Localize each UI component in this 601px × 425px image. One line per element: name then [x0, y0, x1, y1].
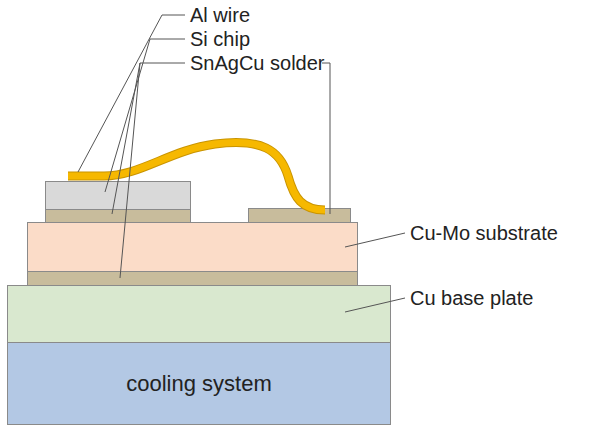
substrate [28, 223, 358, 272]
leader-line [322, 63, 330, 214]
base-plate [8, 286, 391, 343]
leader-line [345, 233, 405, 247]
bond-wire [68, 142, 325, 210]
solder-layer [46, 210, 191, 223]
leader-line [120, 63, 140, 278]
part-label: SnAgCu solder [190, 51, 325, 75]
leader-line [112, 63, 185, 214]
part-label: Al wire [190, 3, 250, 27]
node-text: cooling system [126, 371, 272, 397]
si-chip [46, 182, 191, 210]
solder-layer [28, 272, 358, 286]
leader-line [105, 39, 185, 192]
solder-pad [249, 209, 351, 223]
part-label: Si chip [190, 27, 250, 51]
cooling-block: cooling system [7, 342, 391, 425]
leader-line [345, 298, 405, 312]
part-label: Cu-Mo substrate [410, 221, 558, 245]
bond-wire [68, 142, 325, 210]
part-label: Cu base plate [410, 286, 533, 310]
